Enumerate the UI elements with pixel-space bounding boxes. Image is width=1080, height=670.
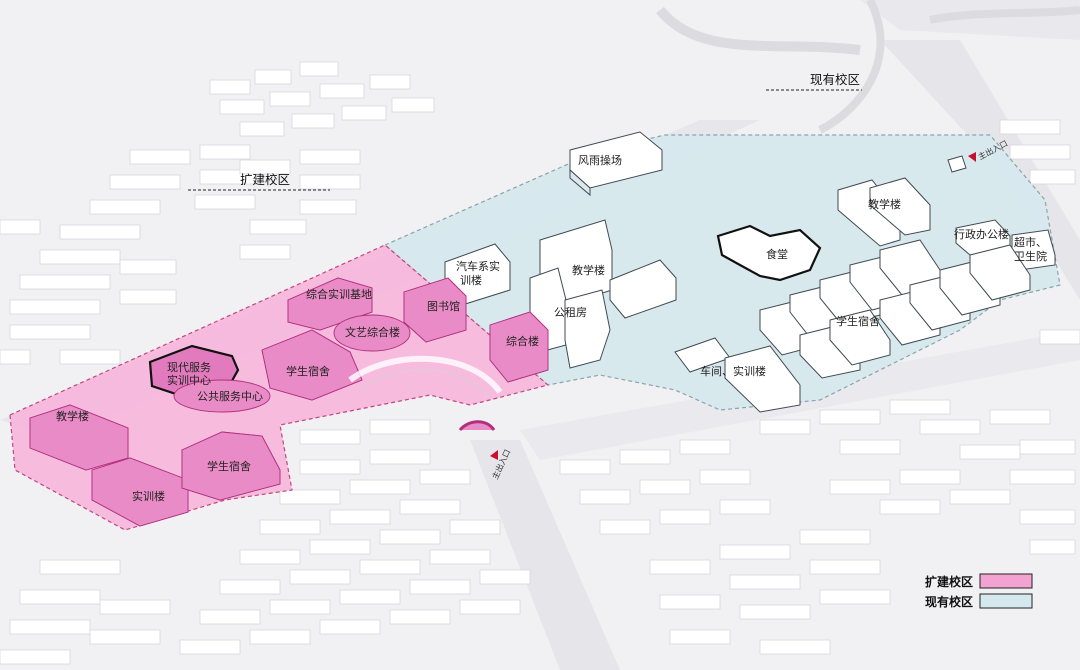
legend-swatch-existing [979, 593, 1033, 609]
label-teaching-building-center: 教学楼 [572, 263, 605, 277]
existing-zone-title: 现有校区 [810, 72, 860, 87]
entrance-marker-top-right [968, 152, 976, 162]
label-modern-service-2: 实训中心 [167, 373, 211, 387]
existing-buildings [444, 131, 1056, 413]
label-public-housing: 公租房 [554, 306, 587, 319]
label-student-dorm-right: 学生宿舍 [836, 314, 880, 328]
legend: 扩建校区 现有校区 [925, 573, 1033, 609]
label-public-service-center: 公共服务中心 [197, 390, 263, 403]
label-admin-building: 行政办公楼 [954, 227, 1009, 241]
legend-label-expansion: 扩建校区 [925, 574, 973, 589]
label-training-building: 实训楼 [132, 489, 165, 503]
label-teaching-building-right: 教学楼 [868, 197, 901, 211]
label-sports-hall: 风雨操场 [578, 153, 622, 167]
label-supermarket: 超市、 [1014, 235, 1047, 249]
label-student-dorm-left: 学生宿舍 [207, 459, 251, 473]
expansion-zone-title: 扩建校区 [240, 172, 290, 187]
label-comprehensive-building: 综合楼 [506, 334, 539, 348]
label-arts-building: 文艺综合楼 [345, 325, 400, 339]
legend-swatch-expansion [979, 573, 1033, 589]
label-library: 图书馆 [427, 299, 460, 313]
legend-label-existing: 现有校区 [925, 594, 973, 609]
label-comprehensive-training-base: 综合实训基地 [306, 287, 372, 301]
entrance-marker-bottom [490, 450, 498, 460]
label-teaching-building-left: 教学楼 [56, 409, 89, 423]
label-canteen: 食堂 [766, 247, 788, 261]
label-student-dorm-center: 学生宿舍 [286, 364, 330, 378]
label-clinic: 卫生院 [1014, 249, 1047, 263]
label-auto-dept-1: 汽车系实 [456, 259, 500, 273]
expansion-buildings [29, 277, 549, 527]
context-buildings [0, 61, 1080, 665]
label-auto-dept-2: 训楼 [460, 273, 482, 287]
label-modern-service-1: 现代服务 [167, 361, 211, 374]
label-workshop: 车间、实训楼 [700, 364, 766, 378]
